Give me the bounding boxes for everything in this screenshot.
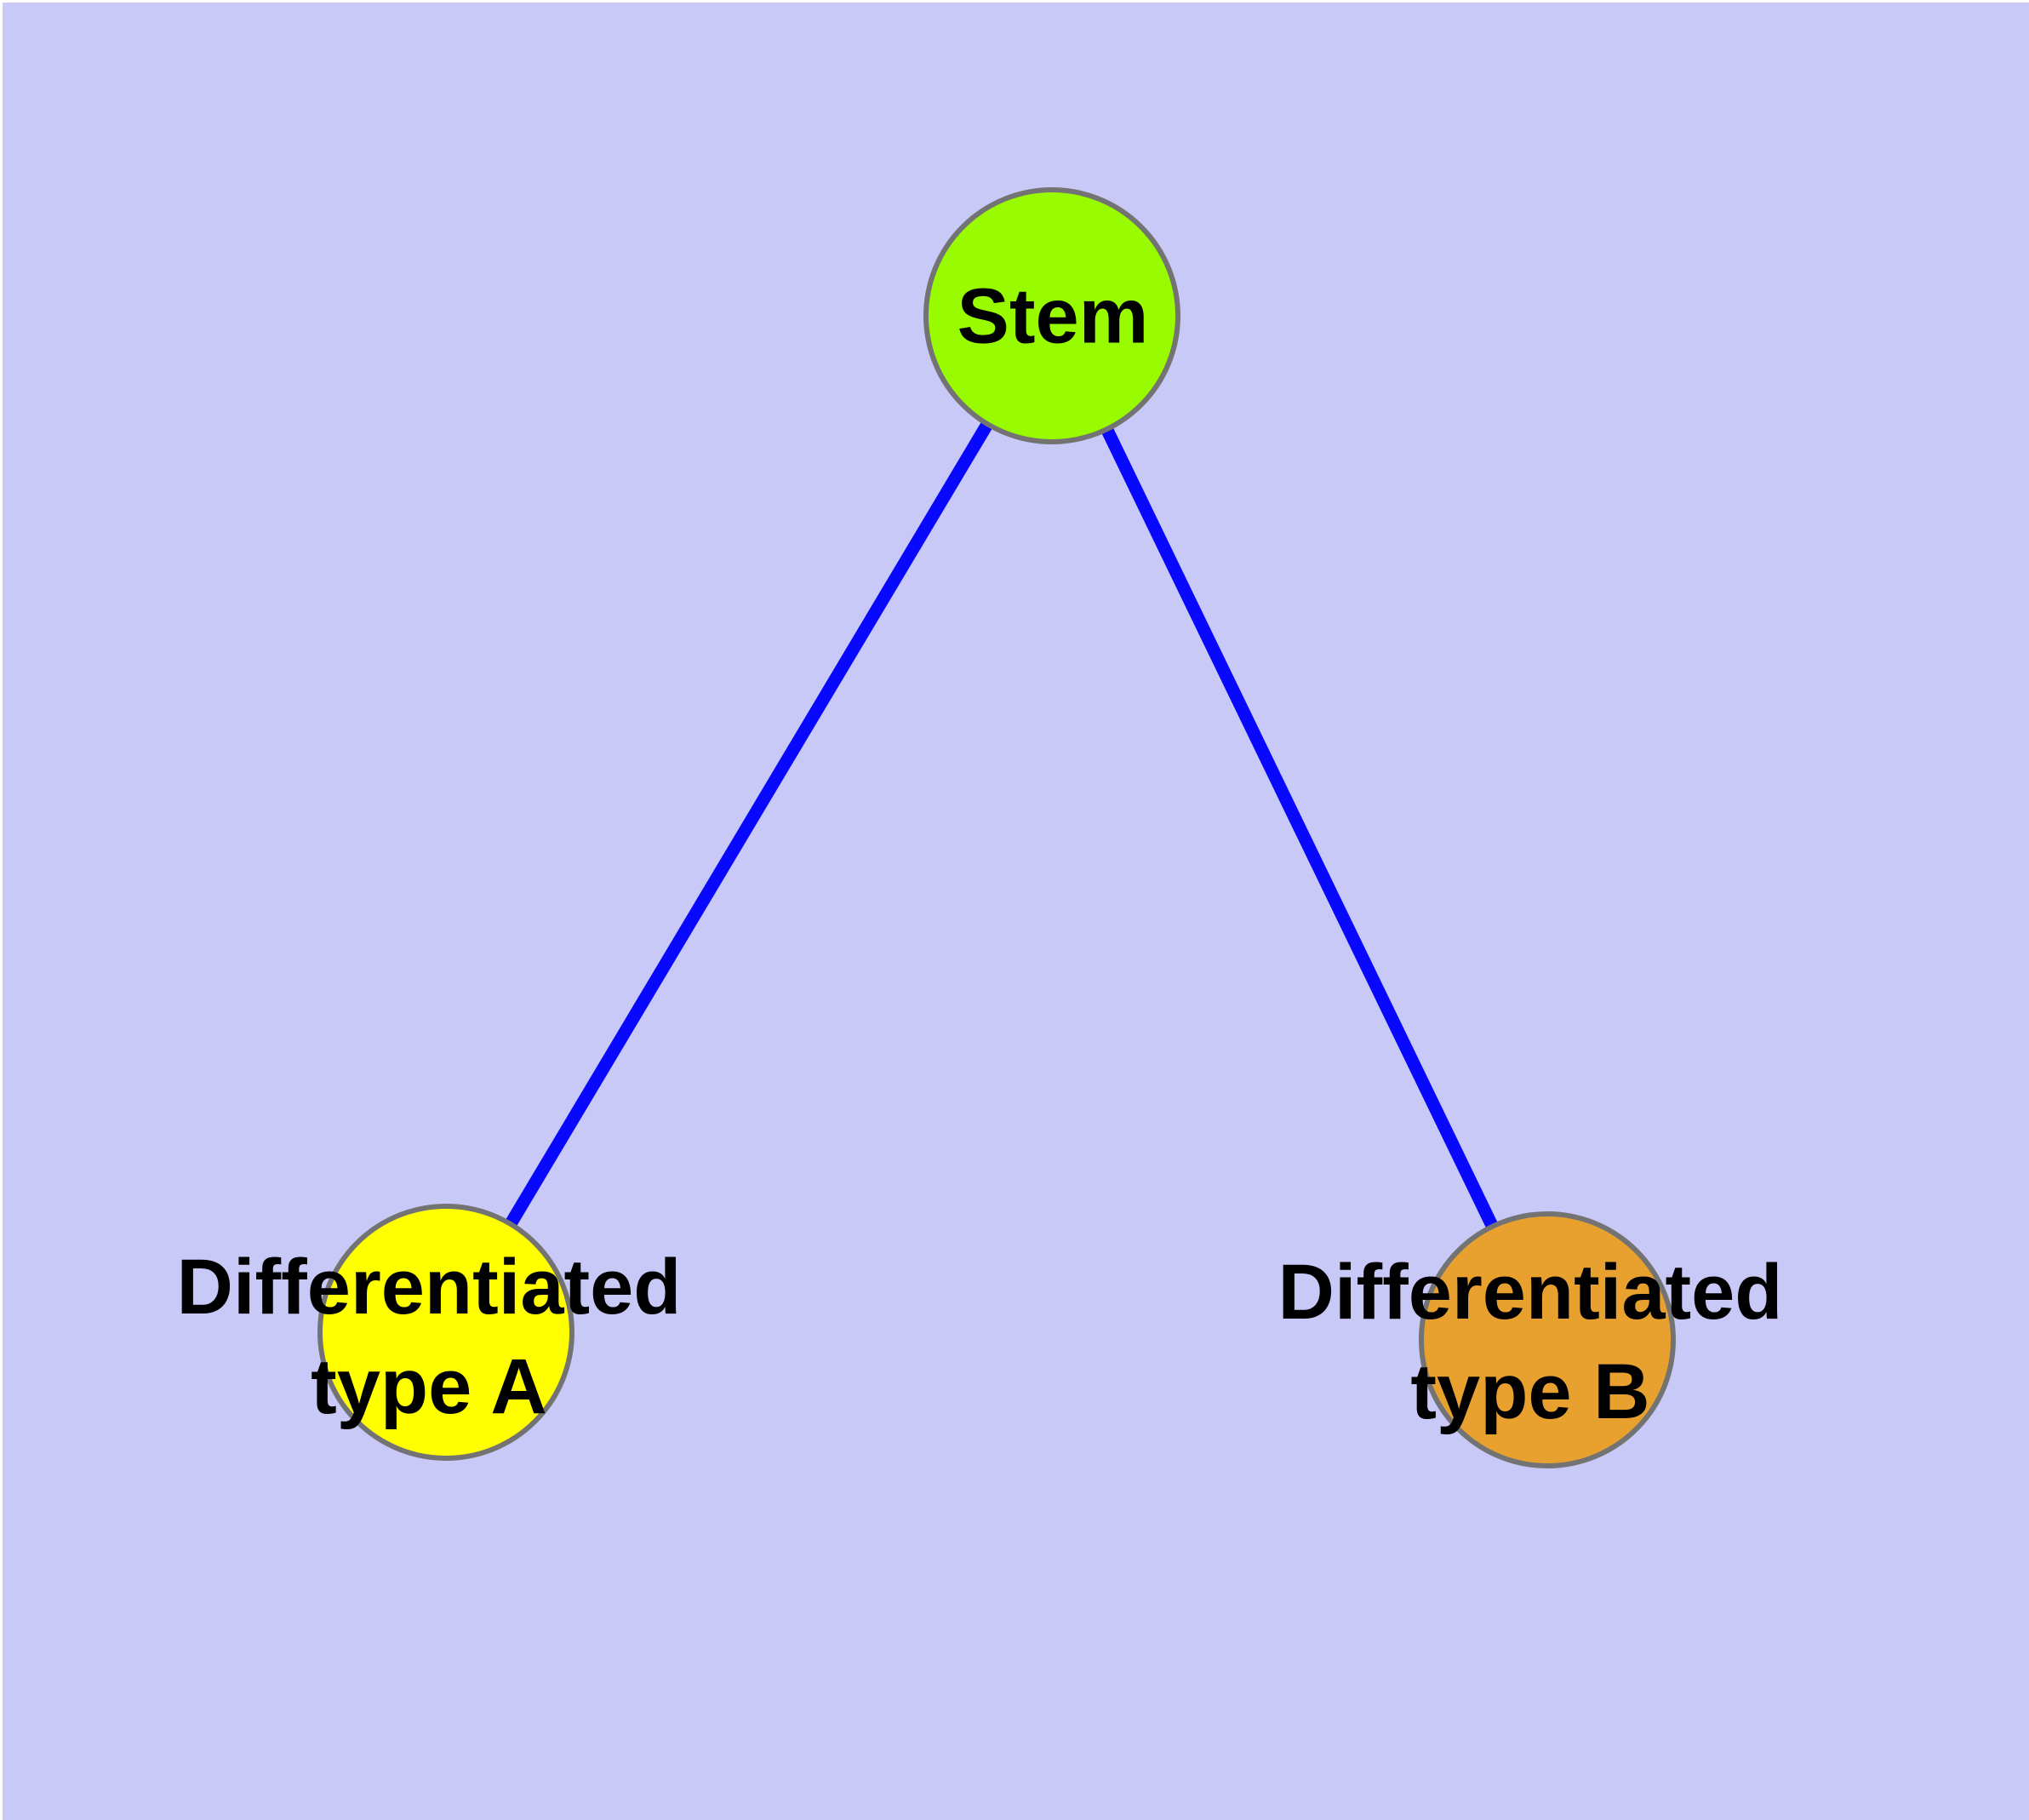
node-differentiated-type-a[interactable] [317, 1204, 574, 1461]
node-stem[interactable] [923, 187, 1180, 444]
node-differentiated-type-b[interactable] [1419, 1211, 1676, 1468]
edge-stem-to-type-b [1046, 312, 1553, 1343]
edge-stem-to-type-a [440, 312, 1058, 1336]
